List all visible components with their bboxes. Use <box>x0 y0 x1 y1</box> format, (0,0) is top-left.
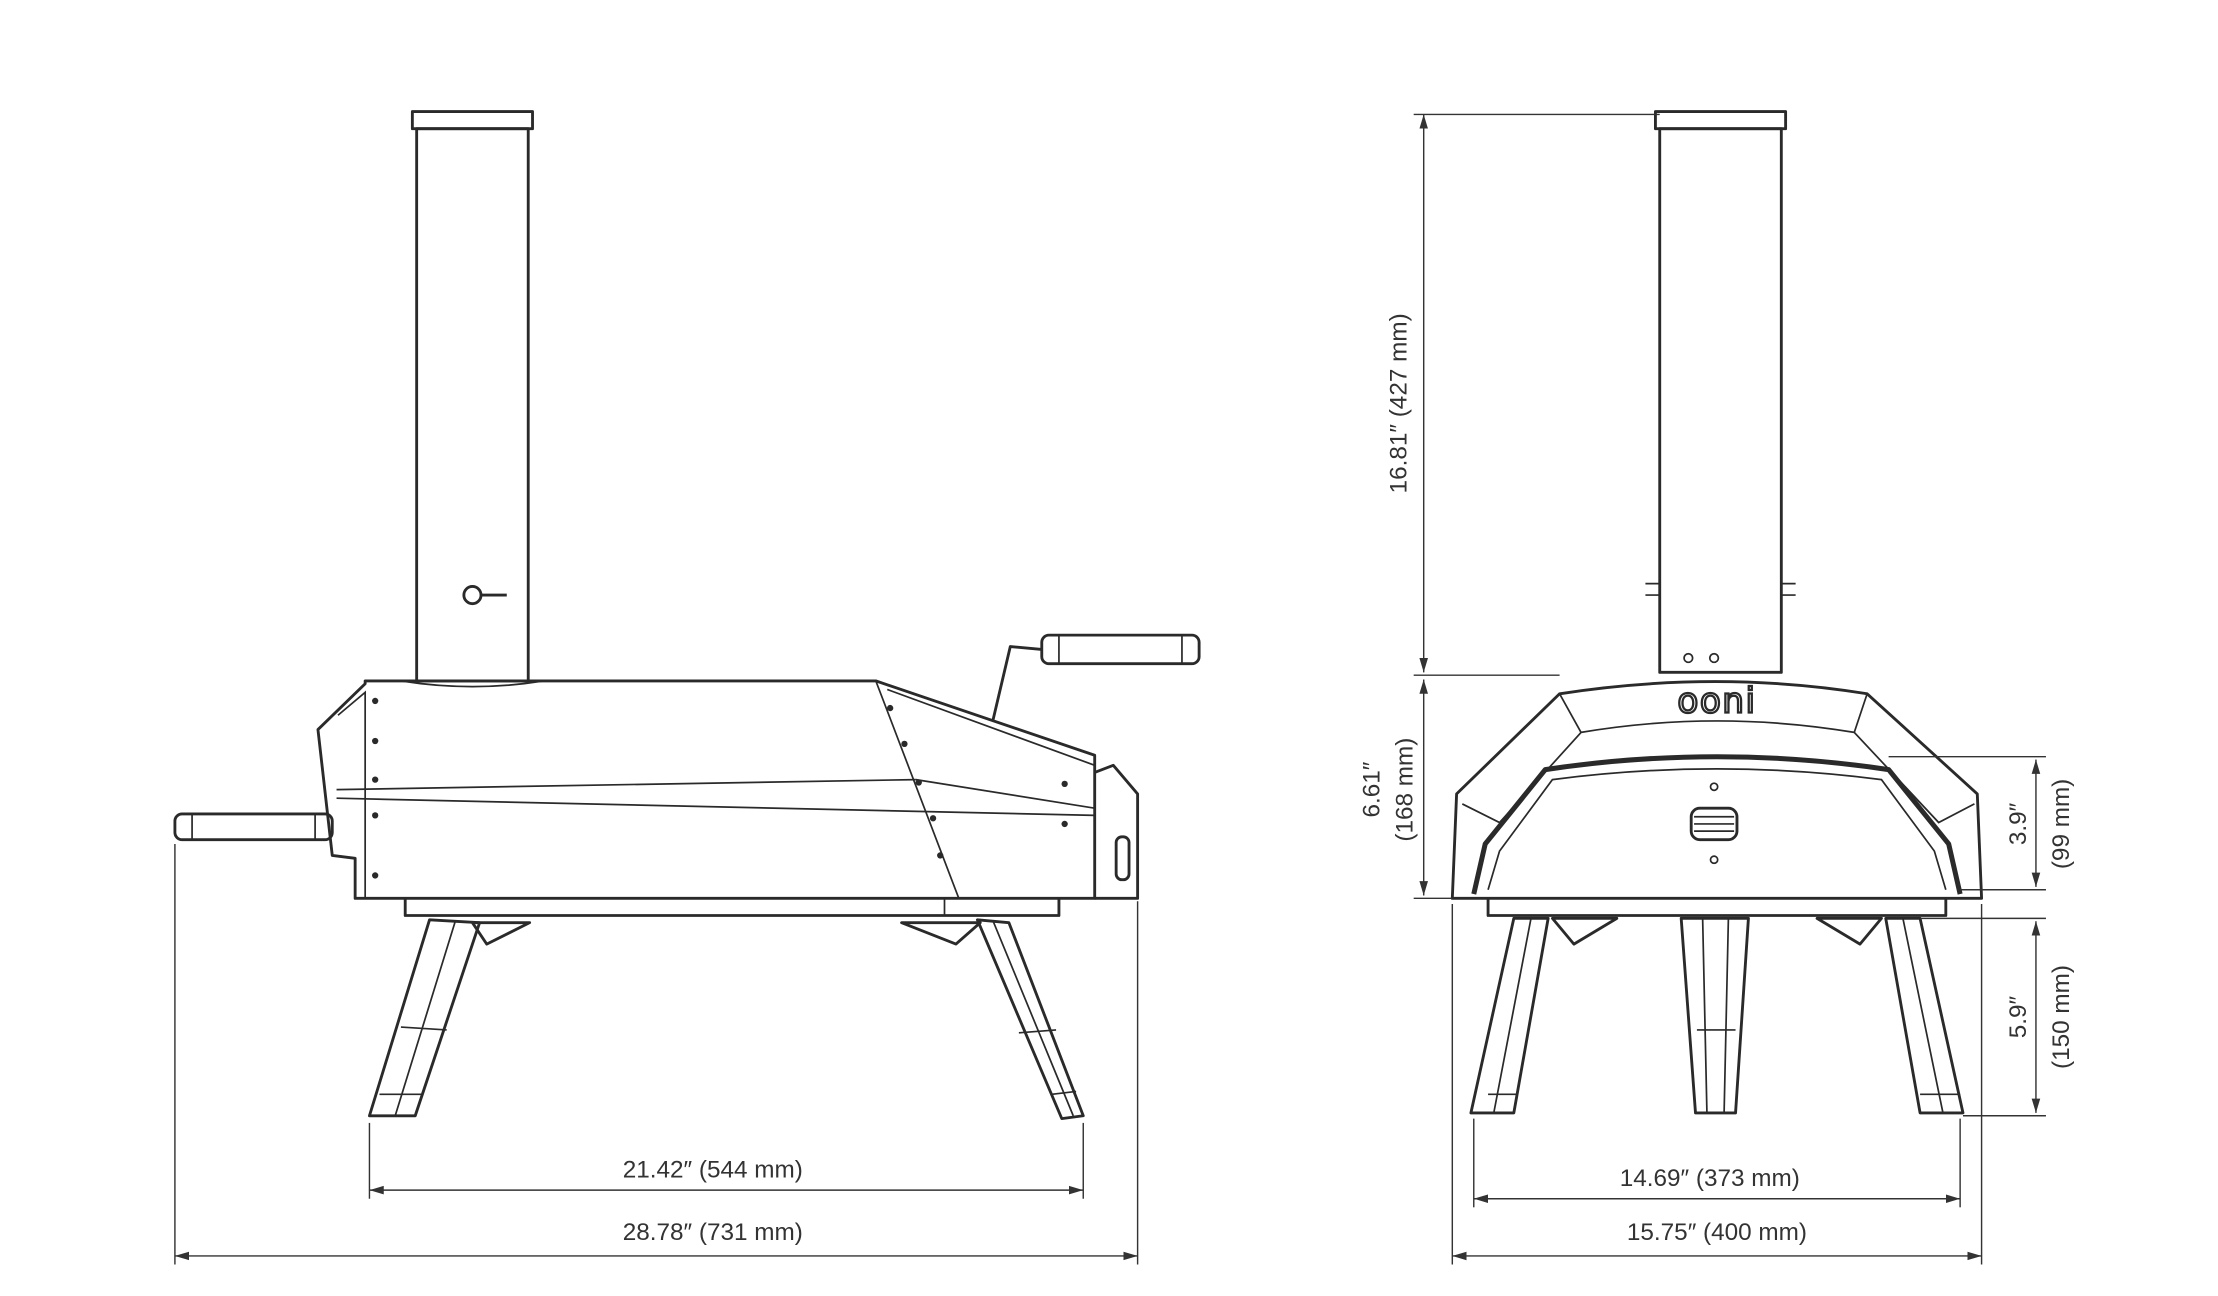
front-legs <box>1469 916 1965 1115</box>
front-leg-span-label: 14.69″ (373 mm) <box>1620 1165 1800 1192</box>
opening-height-mm-label: (99 mm) <box>2048 779 2075 869</box>
vent-icon <box>1689 806 1739 842</box>
body-height-in-label: 6.61″ <box>1358 761 1385 817</box>
front-handle[interactable] <box>173 812 334 842</box>
front-dimensions <box>1413 113 2046 1265</box>
opening-height-in-label: 3.9″ <box>2005 802 2032 845</box>
damper-knob-icon <box>462 585 483 606</box>
side-view: 21.42″ (544 mm) 28.78″ (731 mm) <box>173 110 1201 1265</box>
leg-span-label: 21.42″ (544 mm) <box>623 1156 803 1183</box>
dome: ooni <box>1450 680 1984 917</box>
chimney <box>400 110 545 688</box>
front-view: ooni <box>1358 110 2075 1265</box>
side-legs <box>368 918 1085 1121</box>
overall-width-label: 15.75″ (400 mm) <box>1627 1219 1807 1246</box>
leg-height-in-label: 5.9″ <box>2005 995 2032 1038</box>
body-height-mm-label: (168 mm) <box>1391 738 1418 842</box>
side-dimensions <box>174 843 1139 1265</box>
ooni-logo: ooni <box>1677 681 1756 721</box>
overall-length-label: 28.78″ (731 mm) <box>623 1219 803 1246</box>
oven-body <box>316 679 1140 917</box>
rear-handle[interactable] <box>991 633 1201 720</box>
leg-height-mm-label: (150 mm) <box>2048 965 2075 1069</box>
front-chimney <box>1645 110 1796 674</box>
chimney-height-label: 16.81″ (427 mm) <box>1386 313 1413 493</box>
